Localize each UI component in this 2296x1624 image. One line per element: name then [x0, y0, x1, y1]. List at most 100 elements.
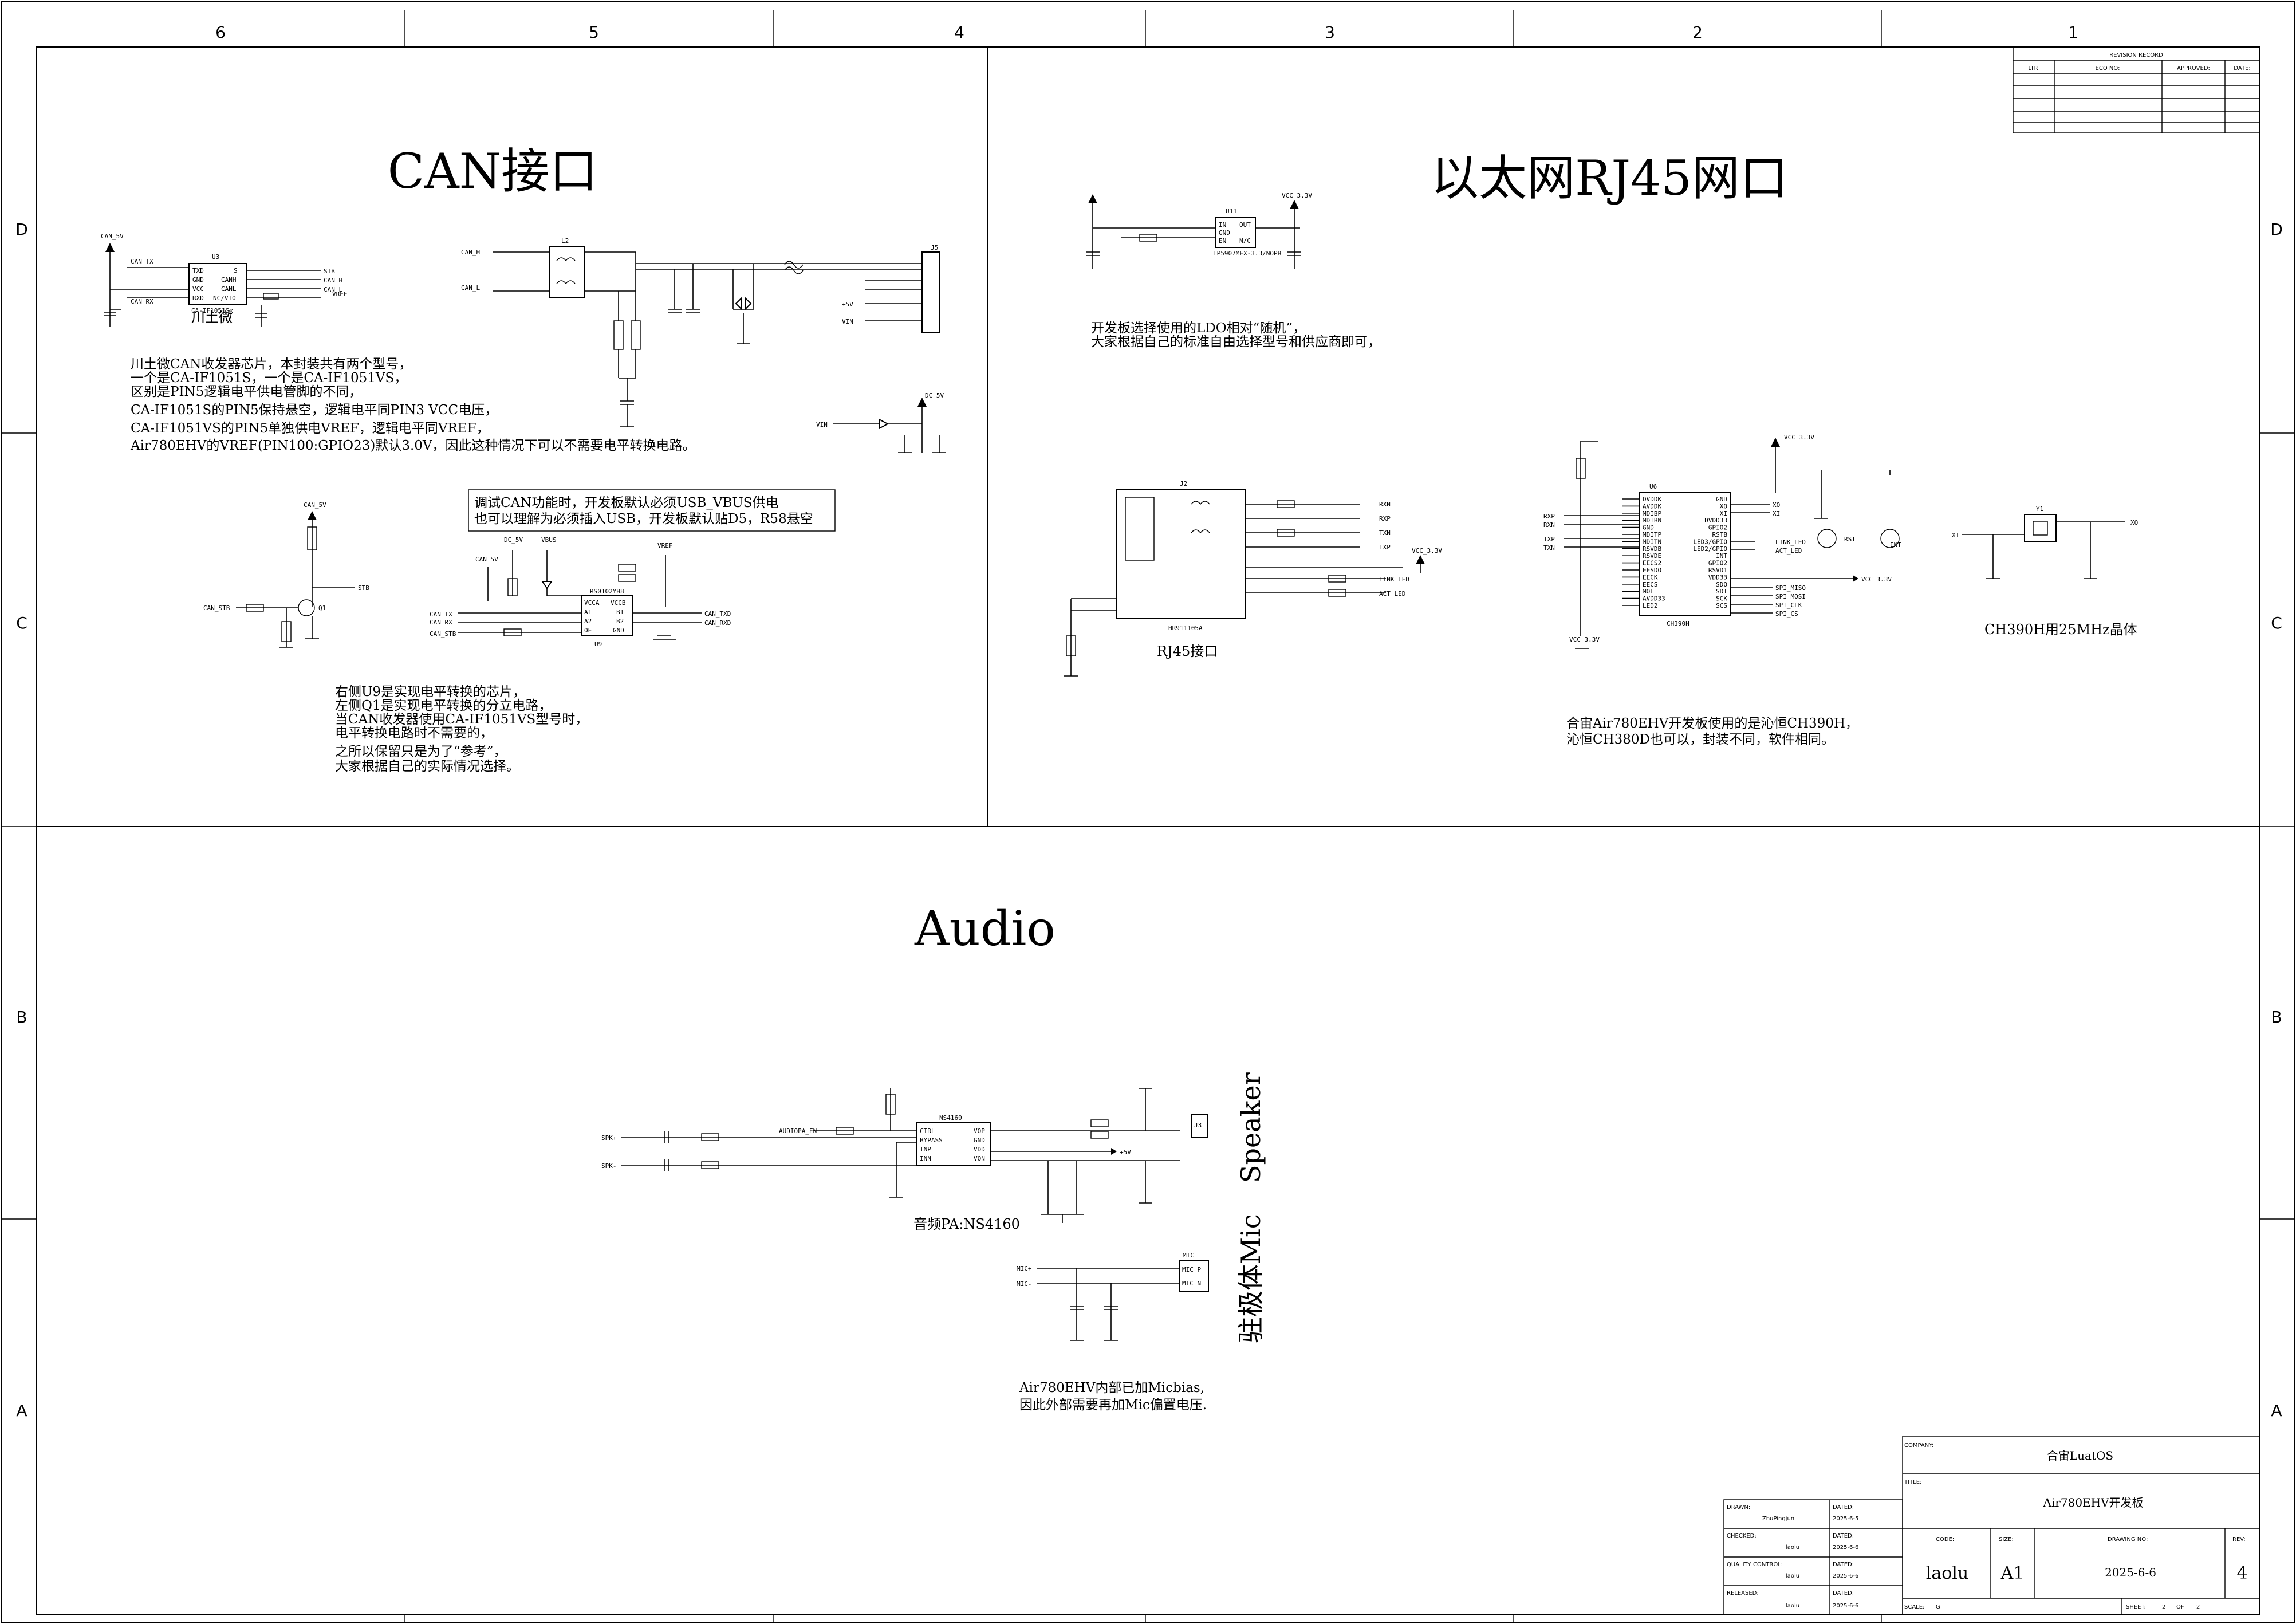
- sheet-of-label: OF: [2176, 1604, 2184, 1610]
- amp-vdd-net: +5V: [1120, 1149, 1131, 1156]
- u3-part: CA-IF1051Sx: [191, 307, 233, 314]
- u6-part: CH390H: [1667, 620, 1689, 627]
- phy-pin-left: EECK: [1643, 573, 1658, 581]
- amp-pin-von: VON: [974, 1155, 985, 1162]
- checked-dated-label: DATED:: [1833, 1533, 1854, 1539]
- phy-note-line-2: 沁恒CH380D也可以，封装不同，软件相同。: [1566, 732, 1834, 747]
- j5-ref: J5: [931, 244, 938, 251]
- ethernet-ldo-note: 开发板选择使用的LDO相对“随机”， 大家根据自己的标准自由选择型号和供应商即可…: [1091, 321, 1381, 349]
- can-debug-note-line-1: 调试CAN功能时，开发板默认必须USB_VBUS供电: [474, 496, 779, 510]
- u11-pin-gnd: GND: [1219, 229, 1230, 237]
- revision-header-approved: APPROVED:: [2177, 65, 2210, 72]
- net-can-tx: CAN_TX: [131, 258, 153, 265]
- zone-col-6: 6: [215, 23, 226, 42]
- mic-pin-n: MIC_N: [1182, 1280, 1201, 1287]
- amp-pin-bypass: BYPASS: [920, 1137, 943, 1144]
- can-discrete-level-shift: CAN_5V CAN_STB STB Q1: [203, 501, 369, 648]
- u3-out-canh: CAN_H: [324, 277, 342, 284]
- can-power-select: VIN DC_5V: [816, 392, 946, 453]
- u9-ref: U9: [594, 640, 602, 648]
- ethernet-phy: U6 CH390H: [1639, 483, 1731, 627]
- can-debug-note-line-2: 也可以理解为必须插入USB，开发板默认贴D5，R58悬空: [474, 512, 813, 526]
- net-audiopa-en: AUDIOPA_EN: [779, 1127, 817, 1135]
- phy-pin-right: LED2/GPIO: [1693, 545, 1727, 553]
- j5-5v: +5V: [842, 301, 853, 308]
- size-value: A1: [2000, 1563, 2025, 1583]
- ethernet-crystal: XI XO Y1 CH390H用25MHz晶体: [1952, 505, 2138, 638]
- level-note-line-1: 右侧U9是实现电平转换的芯片，: [335, 685, 526, 699]
- j2-net-link: LINK_LED: [1379, 576, 1409, 583]
- l2-ref: L2: [561, 237, 569, 245]
- zone-row-a-left: A: [16, 1401, 27, 1420]
- u11-pin-out: OUT: [1239, 221, 1251, 229]
- drawn-label: DRAWN:: [1727, 1504, 1750, 1511]
- audio-amplifier: SPK+ SPK- AUDIOPA_EN NS4160 CTRL BYPASS …: [601, 1088, 1208, 1232]
- mic-note-line-1: Air780EHV内部已加Micbias,: [1019, 1381, 1204, 1395]
- title-label: TITLE:: [1904, 1479, 1921, 1485]
- u3-pin-ncvio: NC/VIO: [213, 294, 236, 302]
- phy-pin-right: GPIO2: [1708, 560, 1727, 567]
- released-date: 2025-6-6: [1833, 1603, 1858, 1609]
- net-can-5v-u9: CAN_5V: [475, 556, 498, 563]
- phy-pin-left: MDIBP: [1643, 510, 1661, 517]
- phy-pin-right: INT: [1716, 552, 1727, 560]
- u11-ref: U11: [1226, 207, 1237, 215]
- phy-vcc-top: VCC_3.3V: [1784, 434, 1814, 441]
- audio-section-title: Audio: [914, 901, 1056, 957]
- ethernet-phy-note: 合宙Air780EHV开发板使用的是沁恒CH390H， 沁恒CH380D也可以，…: [1566, 716, 1858, 747]
- quality-dated-label: DATED:: [1833, 1562, 1854, 1568]
- amp-pin-inp: INP: [920, 1146, 931, 1153]
- net-spk-minus: SPK-: [601, 1162, 617, 1170]
- sheet-value: 2: [2162, 1604, 2165, 1610]
- net-can-tx-u9: CAN_TX: [430, 611, 452, 618]
- can-note-line-2: 一个是CA-IF1051S，一个是CA-IF1051VS，: [131, 371, 407, 386]
- u3-out-canl: CAN_L: [324, 286, 342, 293]
- u11-pin-en: EN: [1219, 237, 1226, 245]
- checked-date: 2025-6-6: [1833, 1544, 1858, 1551]
- zone-row-b-left: B: [16, 1008, 27, 1027]
- amp-ref: NS4160: [939, 1114, 962, 1122]
- ethernet-section-title: 以太网RJ45网口: [1431, 150, 1788, 206]
- u3-brand: 川土微: [191, 309, 233, 325]
- amp-label: 音频PA:NS4160: [913, 1216, 1020, 1232]
- phy-note-line-1: 合宙Air780EHV开发板使用的是沁恒CH390H，: [1566, 716, 1858, 731]
- j2-net-rxn: RXN: [1379, 501, 1391, 508]
- level-note-line-3: 当CAN收发器使用CA-IF1051VS型号时，: [335, 712, 588, 727]
- u11-part: LP5907MFX-3.3/NOPB: [1213, 250, 1282, 257]
- phy-pin-left: MDIBN: [1643, 517, 1661, 524]
- net-can-h-in: CAN_H: [461, 249, 480, 256]
- zone-row-c-left: C: [16, 614, 27, 632]
- y1-label: CH390H用25MHz晶体: [1984, 622, 2137, 638]
- released-label: RELEASED:: [1727, 1590, 1759, 1597]
- phy-pin-right: VDD33: [1708, 573, 1727, 581]
- company-label: COMPANY:: [1904, 1442, 1933, 1449]
- mic-note-line-2: 因此外部需要再加Mic偏置电压.: [1019, 1398, 1207, 1413]
- j5-vin: VIN: [842, 318, 853, 325]
- j2-net-txn: TXN: [1379, 529, 1391, 537]
- phy-pin-left: EECS: [1643, 581, 1658, 588]
- u9-part: RS0102YH8: [590, 588, 624, 595]
- zone-col-2: 2: [1692, 23, 1703, 42]
- can-note-line-4: CA-IF1051S的PIN5保持悬空，逻辑电平同PIN3 VCC电压，: [131, 403, 498, 418]
- phy-rst-net: RST: [1844, 536, 1856, 543]
- u9-pin-oe: OE: [584, 627, 592, 634]
- u3-pin-gnd: GND: [192, 276, 204, 284]
- quality-date: 2025-6-6: [1833, 1573, 1858, 1579]
- quality-value: laolu: [1786, 1573, 1799, 1579]
- can-bus-filter: CAN_H CAN_L L2: [461, 237, 940, 427]
- net-mic-minus: MIC-: [1017, 1280, 1032, 1288]
- net-can-txd: CAN_TXD: [704, 610, 731, 618]
- u9-pin-vcca: VCCA: [584, 599, 600, 607]
- phy-pin-left: EESDO: [1643, 567, 1661, 574]
- zone-labels: 6 5 4 3 2 1 D C B A D C B A: [15, 23, 2283, 1420]
- revision-title: REVISION RECORD: [2109, 52, 2163, 58]
- scale-value: G: [1936, 1604, 1940, 1610]
- net-can-rx: CAN_RX: [131, 298, 153, 305]
- phy-pin-left: AVDD33: [1643, 595, 1665, 603]
- level-note-line-4: 电平转换电路时不需要的，: [335, 726, 493, 741]
- amp-pin-ctrl: CTRL: [920, 1127, 935, 1135]
- checked-label: CHECKED:: [1727, 1533, 1757, 1539]
- code-label: CODE:: [1936, 1536, 1954, 1543]
- phy-out-xi: XI: [1773, 510, 1780, 517]
- released-dated-label: DATED:: [1833, 1590, 1854, 1597]
